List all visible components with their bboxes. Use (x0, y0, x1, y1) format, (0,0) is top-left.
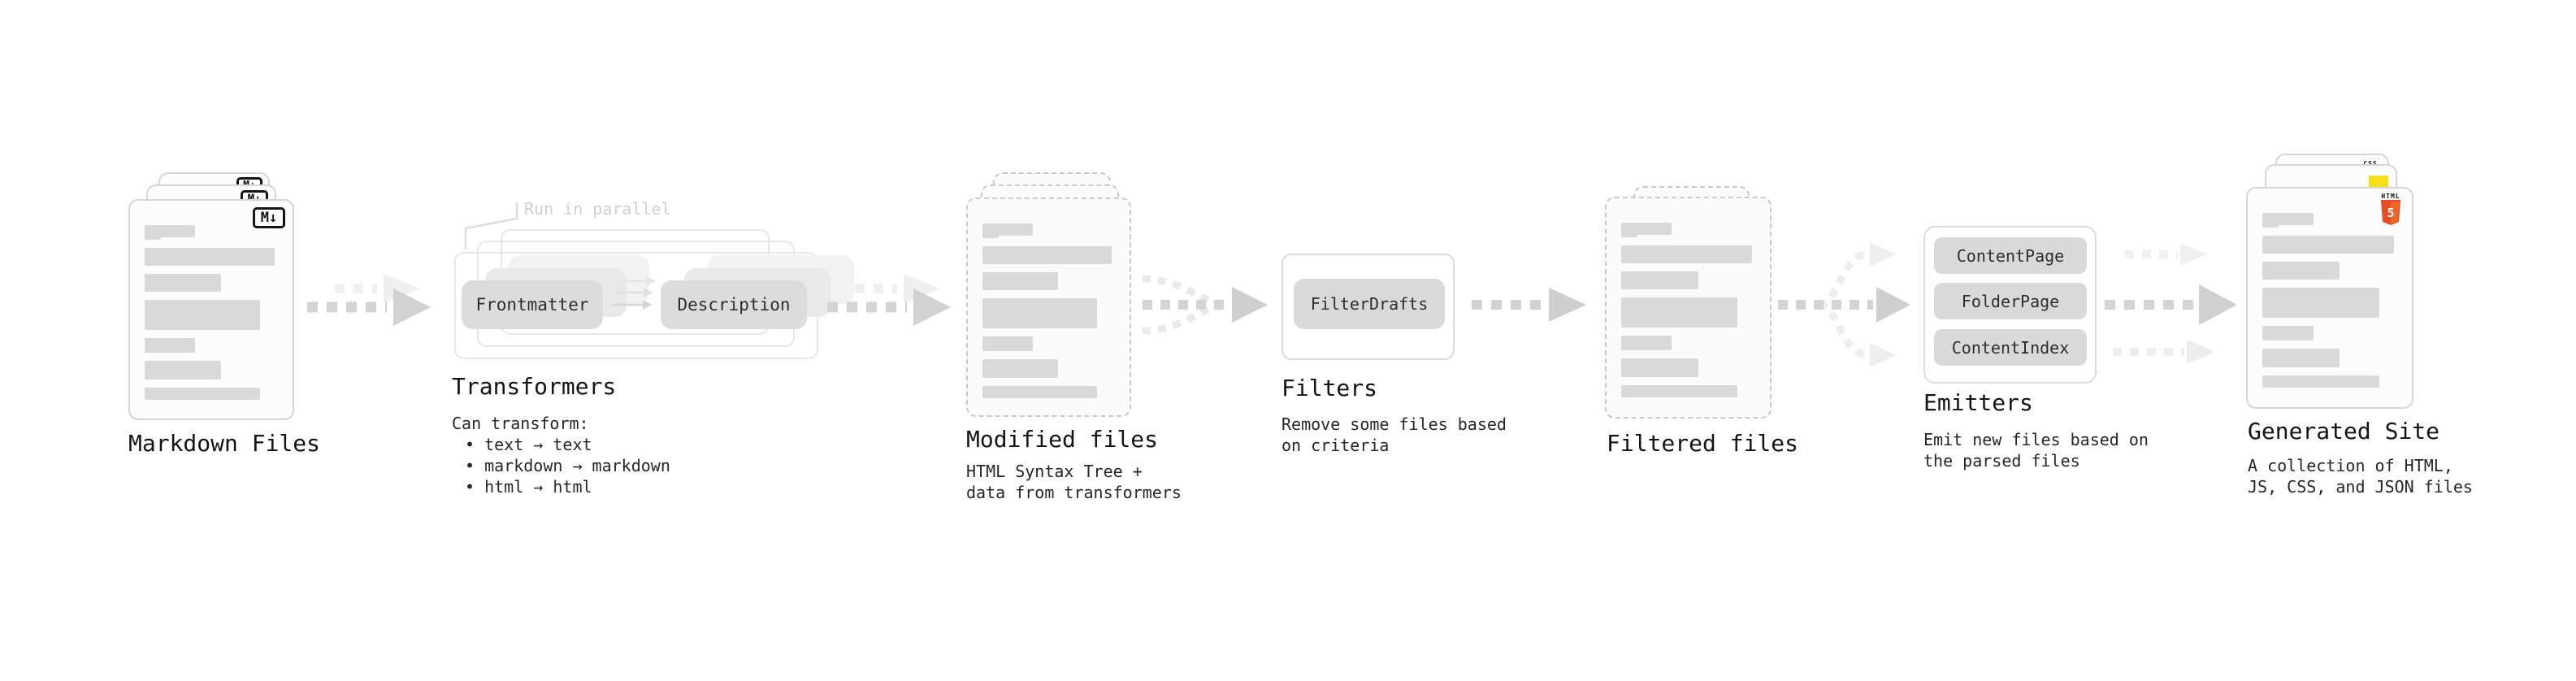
transformers-desc-heading: Can transform: (452, 414, 589, 433)
doc-content-line (2262, 375, 2379, 388)
doc-content-line (982, 359, 1059, 378)
css-icon-label: CSS (2360, 160, 2381, 167)
emitter-content-page-box: ContentPage (1934, 237, 2087, 274)
doc-content-line (1621, 271, 1698, 289)
js-icon (2369, 176, 2388, 188)
filters-desc-line1: Remove some files based (1281, 414, 1507, 434)
doc-content-line (982, 272, 1059, 290)
transformers-bullet: • markdown → markdown (465, 456, 670, 475)
filtered-files-label: Filtered files (1607, 430, 1799, 457)
transform-mini-arrow-top (617, 276, 656, 286)
doc-content-line (145, 234, 161, 240)
html5-icon: HTML 5 (2379, 193, 2403, 226)
transformers-bullet: • text → text (465, 435, 592, 454)
doc-content-line (1621, 336, 1672, 350)
doc-content-line (145, 300, 260, 330)
doc-content-line (2262, 288, 2379, 318)
filter-drafts-box: FilterDrafts (1294, 279, 1445, 329)
modified-files-description: HTML Syntax Tree + data from transformer… (966, 461, 1182, 503)
filters-description: Remove some files based on criteria (1281, 414, 1507, 456)
site-doc-html: HTML 5 (2246, 187, 2413, 409)
emitters-description: Emit new files based on the parsed files (1923, 429, 2149, 471)
svg-text:5: 5 (2387, 206, 2394, 220)
flow-arrow-filtered-to-emitters-diverge (1778, 242, 1910, 367)
doc-content-line (1621, 385, 1737, 397)
flow-arrow-transformers-to-modified (827, 274, 951, 326)
doc-content-line (2262, 262, 2340, 280)
filters-desc-line2: on criteria (1281, 436, 1390, 455)
filtered-doc-front (1605, 197, 1772, 419)
description-box: Description (661, 280, 807, 329)
modified-doc-front (966, 197, 1131, 417)
doc-content-line (1621, 297, 1737, 327)
flow-arrow-emitters-to-site (2105, 243, 2237, 364)
doc-content-line (145, 361, 221, 380)
doc-content-line (982, 336, 1033, 351)
doc-content-line (1621, 358, 1698, 377)
modified-files-desc-line1: HTML Syntax Tree + (966, 462, 1143, 481)
doc-content-line (2262, 222, 2279, 228)
emitter-folder-page-box: FolderPage (1934, 283, 2087, 319)
markdown-files-label: Markdown Files (128, 430, 321, 457)
doc-content-line (145, 338, 195, 353)
filters-label: Filters (1281, 375, 1378, 401)
flow-arrow-markdown-to-transformers (307, 274, 431, 326)
flow-arrow-filters-to-filtered (1472, 288, 1586, 322)
transformers-label: Transformers (452, 373, 617, 400)
doc-content-line (1621, 245, 1752, 263)
modified-files-label: Modified files (966, 426, 1159, 453)
modified-files-desc-line2: data from transformers (966, 483, 1182, 502)
emitter-content-index-box: ContentIndex (1934, 329, 2087, 366)
emitters-label: Emitters (1923, 389, 2033, 416)
doc-content-line (982, 298, 1098, 328)
emitters-desc-line2: the parsed files (1923, 451, 2080, 471)
generated-site-desc-line1: A collection of HTML, (2248, 456, 2453, 475)
markdown-icon: M↓ (253, 207, 285, 228)
html5-icon-label: HTML (2381, 193, 2400, 200)
doc-content-line (1621, 232, 1638, 237)
markdown-doc-front: M↓ (128, 199, 294, 420)
doc-content-line (2262, 326, 2314, 340)
doc-content-line (2262, 236, 2394, 254)
doc-content-line (145, 388, 260, 400)
transform-mini-arrow-middle (614, 288, 653, 297)
doc-content-line (145, 274, 221, 292)
transform-mini-arrow-bottom (612, 300, 653, 310)
generated-site-description: A collection of HTML, JS, CSS, and JSON … (2248, 455, 2473, 497)
transformers-bullet: • html → html (465, 477, 592, 497)
doc-content-line (145, 248, 275, 266)
html5-shield: 5 (2381, 200, 2400, 225)
doc-content-line (2262, 349, 2340, 367)
transformers-description: Can transform: • text → text • markdown … (452, 413, 670, 497)
run-in-parallel-note: Run in parallel (524, 199, 671, 219)
doc-content-line (982, 246, 1112, 264)
flow-arrow-modified-to-filters-merge (1142, 275, 1268, 335)
run-in-parallel-callout-line (464, 202, 518, 249)
doc-content-line (982, 232, 999, 238)
generated-site-desc-line2: JS, CSS, and JSON files (2248, 477, 2473, 497)
doc-content-line (982, 386, 1098, 398)
frontmatter-box: Frontmatter (462, 280, 603, 329)
generated-site-label: Generated Site (2248, 418, 2440, 445)
emitters-desc-line1: Emit new files based on (1923, 430, 2149, 449)
